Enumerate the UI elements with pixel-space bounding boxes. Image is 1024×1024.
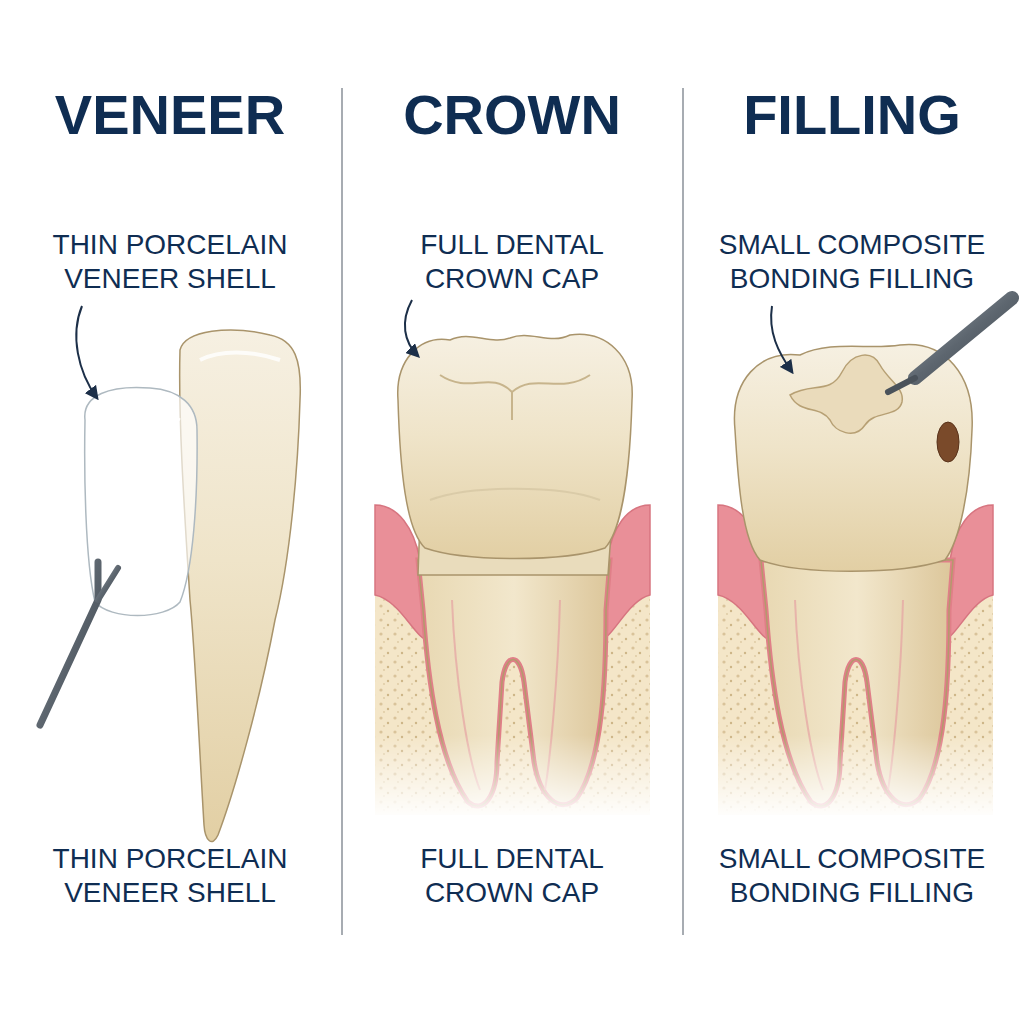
part-label: THIN PORCELAIN VENEER SHELL <box>20 842 320 910</box>
dental-instrument <box>888 298 1012 392</box>
column-heading: FILLING <box>692 84 1012 146</box>
column-divider <box>682 88 684 935</box>
molar-tooth <box>718 345 993 815</box>
veneer-shell <box>85 387 197 615</box>
part-label: SMALL COMPOSITE BONDING FILLING <box>697 842 1007 910</box>
column-heading: CROWN <box>352 84 672 146</box>
incisor-tooth <box>180 330 301 842</box>
leader-arrow <box>405 300 418 356</box>
column-divider <box>341 88 343 935</box>
column-heading: VENEER <box>10 84 330 146</box>
dental-tweezers <box>40 562 118 725</box>
part-label: THIN PORCELAIN VENEER SHELL <box>20 228 320 296</box>
crown-tooth <box>375 334 650 815</box>
part-label: FULL DENTAL CROWN CAP <box>372 228 652 296</box>
leader-arrow <box>771 306 792 372</box>
leader-arrow <box>76 306 97 398</box>
part-label: FULL DENTAL CROWN CAP <box>372 842 652 910</box>
part-label: SMALL COMPOSITE BONDING FILLING <box>697 228 1007 296</box>
